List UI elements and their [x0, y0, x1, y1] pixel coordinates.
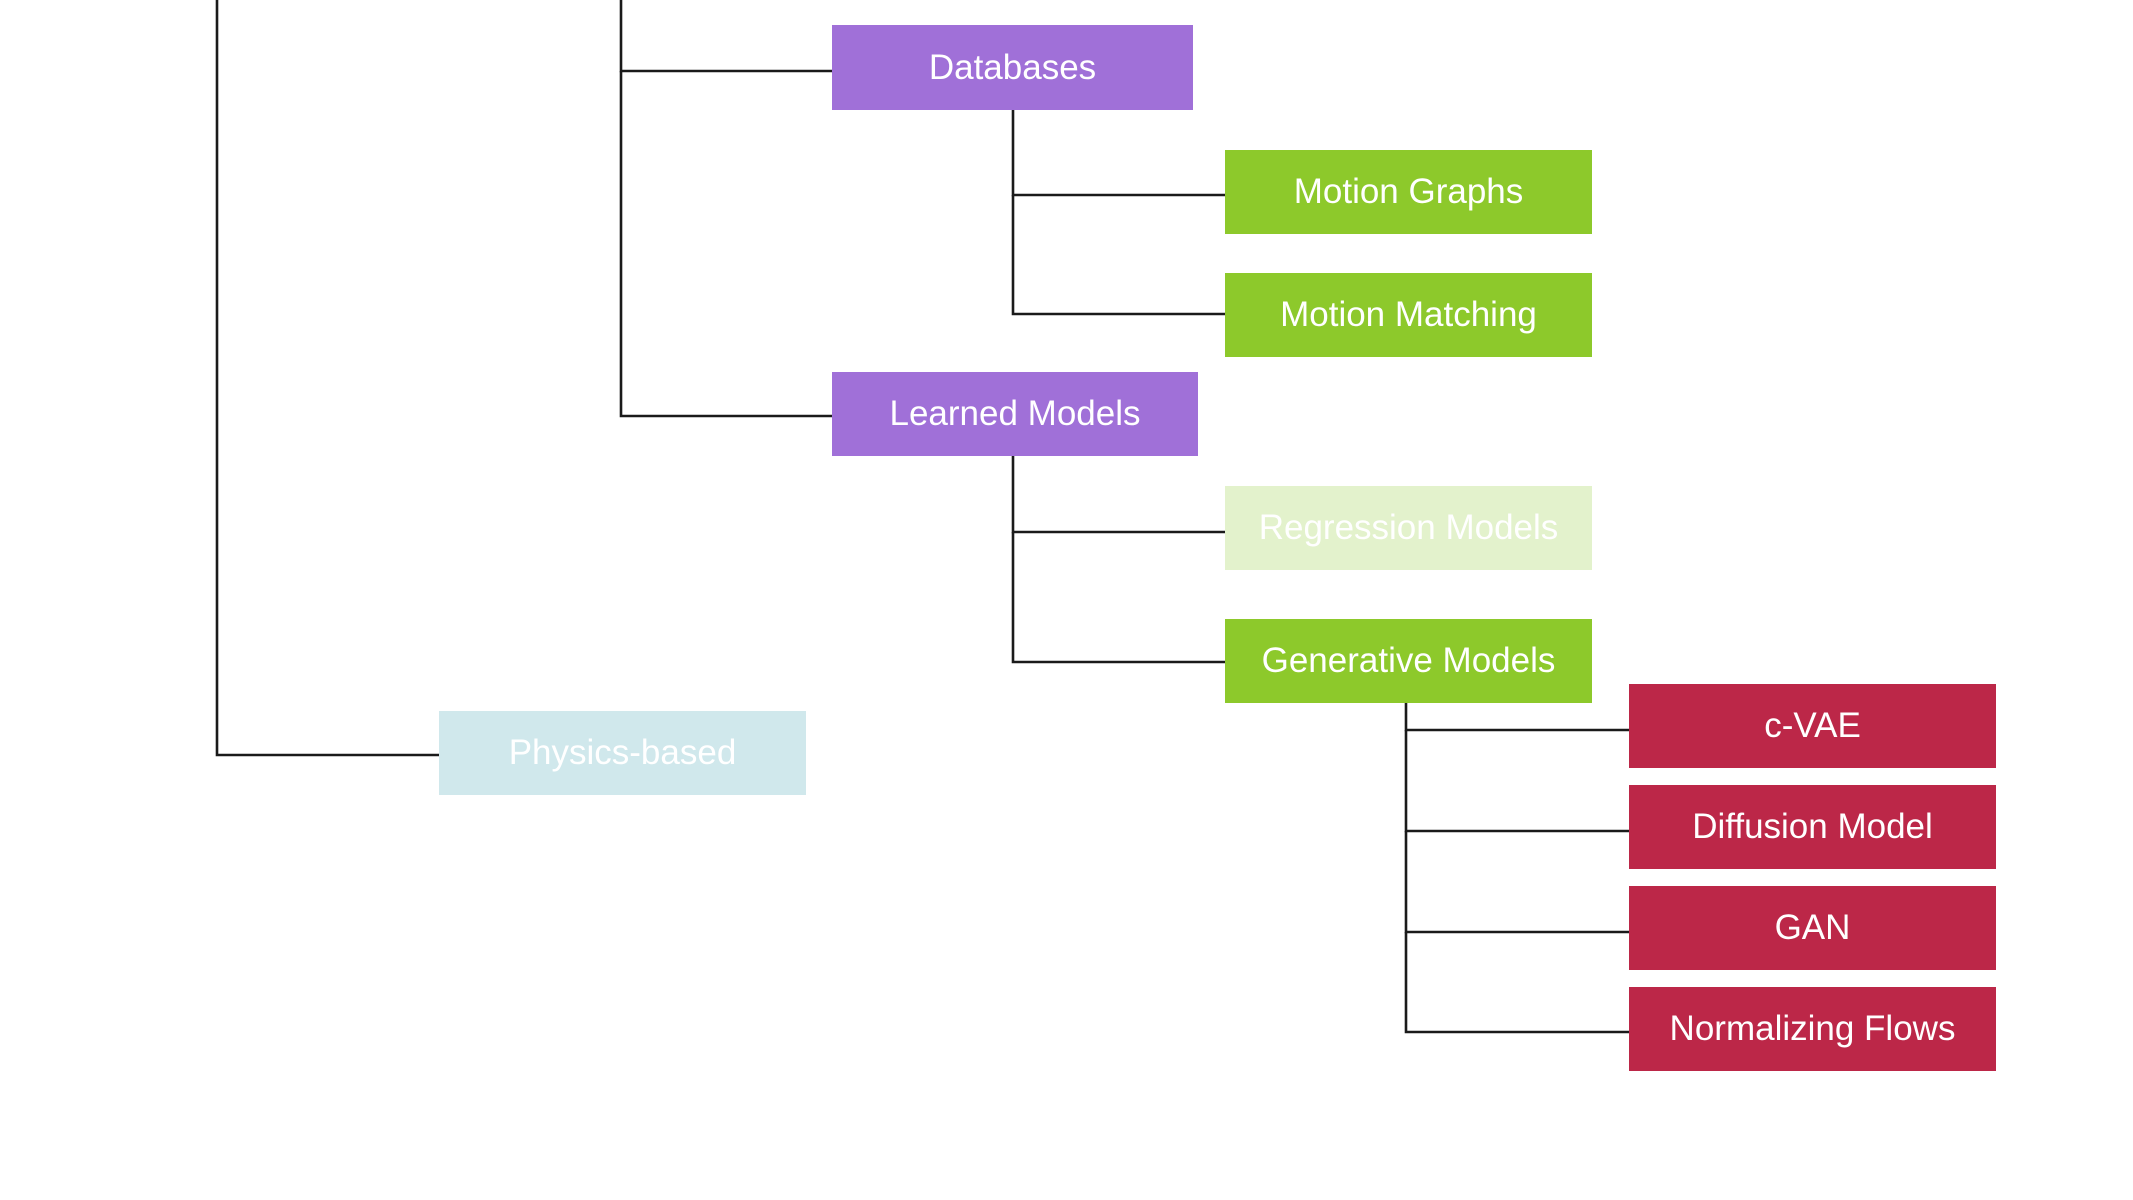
node-diffusion-model: Diffusion Model — [1629, 785, 1996, 869]
connector-to-diffusion-model — [1404, 730, 1629, 833]
node-regression-models: Regression Models — [1225, 486, 1592, 570]
connector-root-to-physics — [215, 0, 439, 757]
connector-to-generative-models — [1011, 532, 1225, 664]
node-motion-graphs-label: Motion Graphs — [1293, 172, 1524, 211]
node-motion-matching-label: Motion Matching — [1280, 295, 1537, 334]
connector-to-motion-matching — [1011, 195, 1225, 316]
node-generative-models: Generative Models — [1225, 619, 1592, 703]
connector-to-cvae — [1404, 703, 1629, 732]
node-physics-based-label: Physics-based — [508, 733, 737, 772]
node-databases-label: Databases — [928, 47, 1097, 87]
node-diffusion-model-label: Diffusion Model — [1692, 807, 1933, 846]
connector-to-databases — [619, 0, 832, 73]
node-normalizing-flows: Normalizing Flows — [1629, 987, 1996, 1071]
connector-to-regression-models — [1011, 456, 1225, 534]
node-physics-based: Physics-based — [439, 711, 806, 795]
node-cvae-label: c-VAE — [1764, 706, 1861, 745]
node-gan: GAN — [1629, 886, 1996, 970]
node-normalizing-flows-label: Normalizing Flows — [1669, 1009, 1956, 1048]
connector-to-learned-models — [619, 71, 832, 418]
node-gan-label: GAN — [1774, 908, 1851, 947]
connector-to-normalizing-flows — [1404, 932, 1629, 1034]
node-regression-models-label: Regression Models — [1258, 508, 1559, 547]
node-generative-models-label: Generative Models — [1261, 641, 1556, 680]
connector-to-gan — [1404, 831, 1629, 934]
connector-to-motion-graphs — [1011, 110, 1225, 197]
node-learned-models-label: Learned Models — [889, 394, 1141, 433]
node-learned-models: Learned Models — [832, 372, 1198, 456]
node-motion-matching: Motion Matching — [1225, 273, 1592, 357]
node-motion-graphs: Motion Graphs — [1225, 150, 1592, 234]
node-cvae: c-VAE — [1629, 684, 1996, 768]
node-databases: Databases — [832, 25, 1193, 110]
